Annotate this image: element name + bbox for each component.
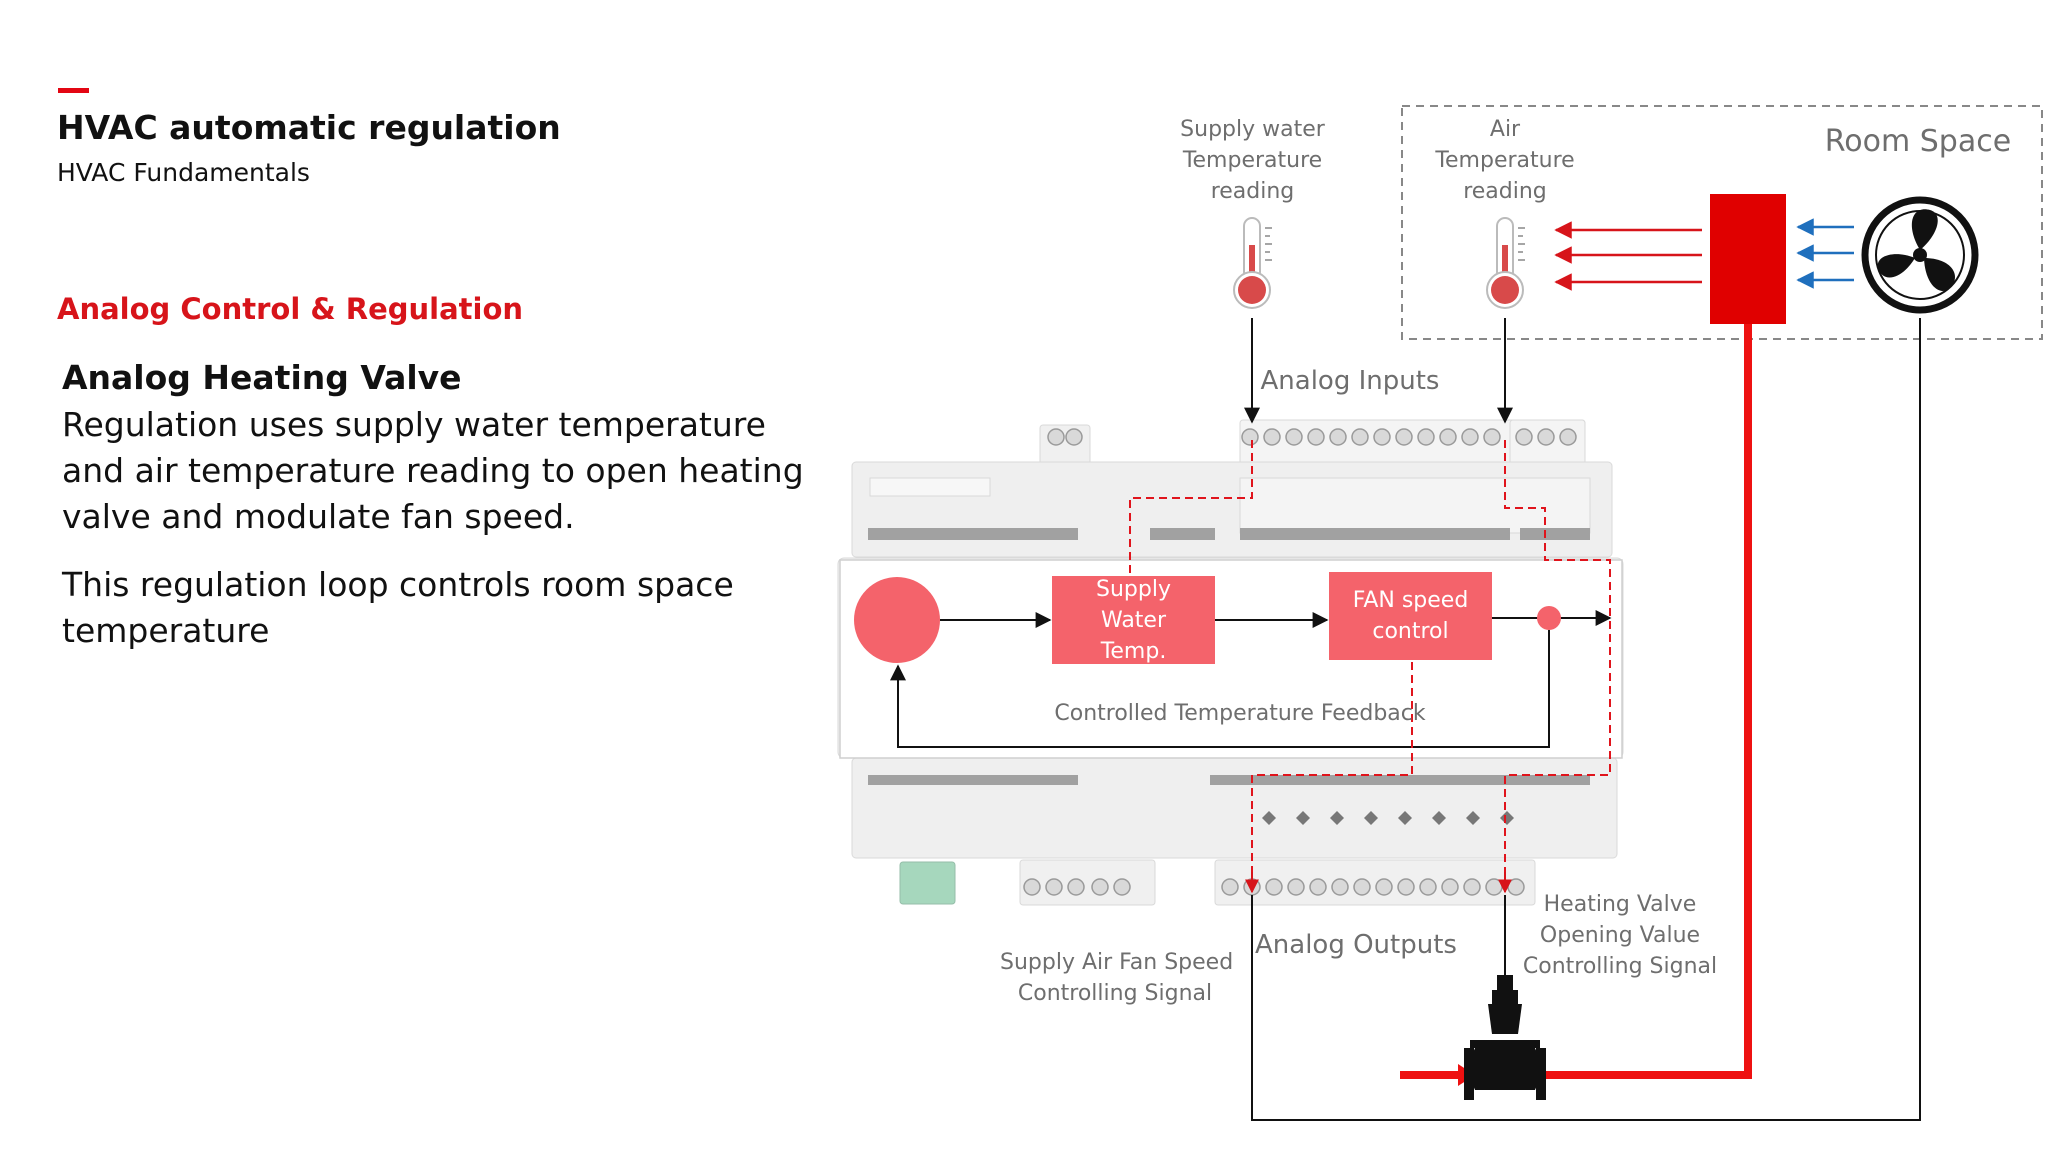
input-terminals [1047,428,1577,446]
heating-valve-icon [1464,975,1546,1100]
heating-valve-signal-label: Heating Valve Opening Value Controlling … [1522,892,1718,979]
supply-water-temperature-label: Supply water Temperature reading [1180,117,1325,204]
fan-speed-control-block [1329,572,1492,660]
body-heading: Analog Heating Valve [62,358,462,397]
room-space-label: Room Space [1824,124,2012,159]
fan-icon [1861,196,1979,314]
page-title: HVAC automatic regulation [57,108,561,147]
thermometer-air-icon [1486,217,1525,309]
takeoff-point [1537,606,1561,630]
accent-bar [58,88,89,93]
analog-outputs-label: Analog Outputs [1255,930,1457,960]
page-subtitle: HVAC Fundamentals [57,158,310,187]
supply-water-temp-block [1052,576,1215,664]
air-temperature-label: Air Temperature reading [1435,117,1575,204]
body-paragraph-2: This regulation loop controls room space… [62,565,734,650]
summing-junction [854,577,940,663]
section-title: Analog Control & Regulation [57,292,524,326]
room-space-box [1401,105,2043,340]
supply-water-temp-block-label: Supply Water Temp. [1096,577,1171,664]
thermometer-supply-water-icon [1233,217,1272,309]
fan-speed-signal-label: Supply Air Fan Speed Controlling Signal [1000,950,1234,1006]
output-diamonds [1262,811,1514,825]
controlled-temperature-feedback-label: Controlled Temperature Feedback [1054,701,1426,726]
heating-coil [1710,194,1786,324]
fan-speed-control-block-label: FAN speed control [1352,588,1469,644]
body-paragraph-1: Regulation uses supply water temperature… [62,405,804,536]
output-terminals [1023,878,1525,896]
analog-inputs-label: Analog Inputs [1260,366,1440,396]
